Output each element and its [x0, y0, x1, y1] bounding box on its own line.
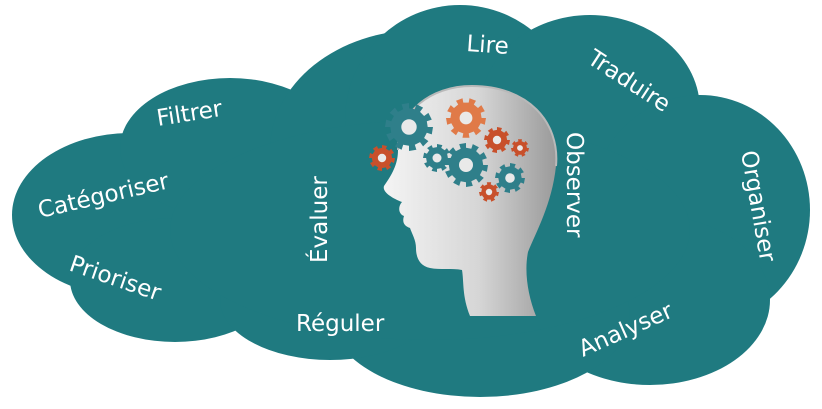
gear-hole [377, 153, 387, 163]
gears-icon [369, 98, 529, 202]
label-observer: Observer [561, 132, 587, 238]
gear-hole [492, 135, 502, 145]
gear-hole [517, 145, 523, 151]
gear-hole [401, 119, 417, 135]
gear-hole [432, 153, 442, 163]
label-evaluer: Évaluer [305, 176, 333, 263]
label-reguler: Réguler [296, 311, 385, 337]
gear-hole [459, 158, 473, 172]
gear-hole [485, 188, 493, 196]
gear-hole [459, 111, 473, 125]
gear-hole [505, 173, 515, 183]
label-lire: Lire [466, 31, 510, 60]
